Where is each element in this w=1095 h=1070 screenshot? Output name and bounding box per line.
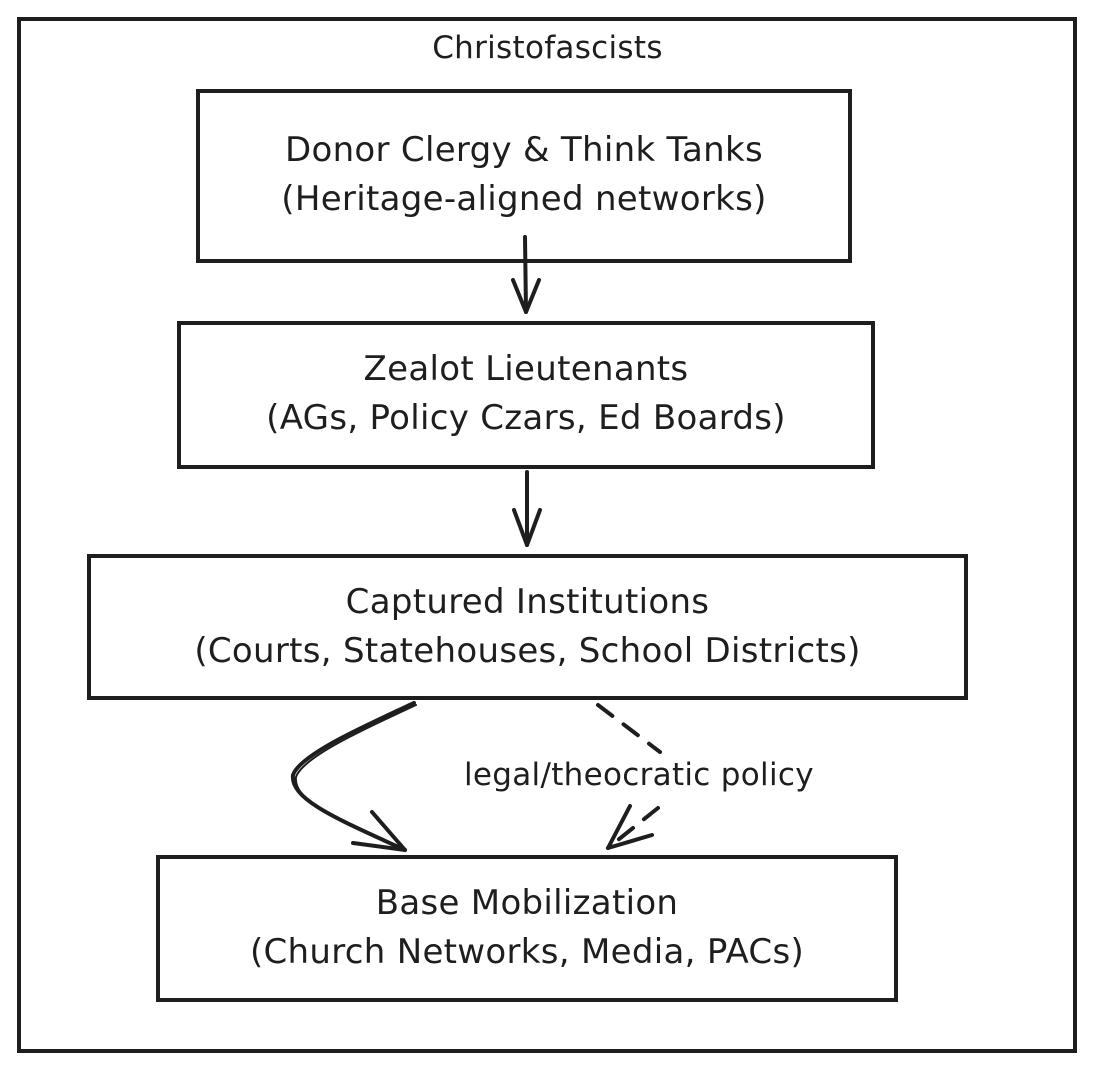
- arrowhead-icon: [351, 810, 407, 852]
- edge-donor-to-lieutenants[interactable]: [511, 235, 541, 314]
- edge-lieutenants-to-institutions[interactable]: [512, 470, 542, 547]
- node-donor-box[interactable]: [196, 89, 852, 263]
- node-lieutenants-label: Zealot Lieutenants (AGs, Policy Czars, E…: [179, 345, 873, 443]
- edge-institutions-to-base-dashed[interactable]: [596, 703, 662, 850]
- edge-line: [523, 235, 528, 314]
- node-institutions-box[interactable]: [87, 554, 968, 700]
- arrowhead-icon: [606, 804, 654, 850]
- node-donor-title: Donor Clergy & Think Tanks: [285, 130, 763, 170]
- node-base-box[interactable]: [156, 855, 898, 1002]
- node-donor-label: Donor Clergy & Think Tanks (Heritage-ali…: [198, 126, 850, 224]
- edge-line-lower: [606, 806, 660, 850]
- node-base-label: Base Mobilization (Church Networks, Medi…: [158, 879, 896, 977]
- node-institutions-title: Captured Institutions: [345, 582, 710, 622]
- node-lieutenants-box[interactable]: [177, 321, 875, 469]
- node-institutions-subtitle: (Courts, Statehouses, School Districts): [194, 631, 861, 671]
- arrowhead-icon: [511, 278, 541, 314]
- node-donor-subtitle: (Heritage-aligned networks): [281, 179, 767, 219]
- node-lieutenants-subtitle: (AGs, Policy Czars, Ed Boards): [266, 398, 786, 438]
- node-base-subtitle: (Church Networks, Media, PACs): [249, 932, 805, 972]
- edge-label-legal-policy: legal/theocratic policy: [460, 757, 818, 793]
- diagram-title: Christofascists: [432, 30, 663, 66]
- node-institutions-label: Captured Institutions (Courts, Statehous…: [89, 578, 966, 676]
- arrowhead-icon: [512, 508, 542, 547]
- node-lieutenants-title: Zealot Lieutenants: [363, 349, 689, 389]
- edge-institutions-to-base-curved[interactable]: [290, 701, 417, 852]
- edge-line-upper: [596, 703, 662, 754]
- edge-line-sketch: [294, 704, 417, 851]
- node-base-title: Base Mobilization: [375, 883, 679, 923]
